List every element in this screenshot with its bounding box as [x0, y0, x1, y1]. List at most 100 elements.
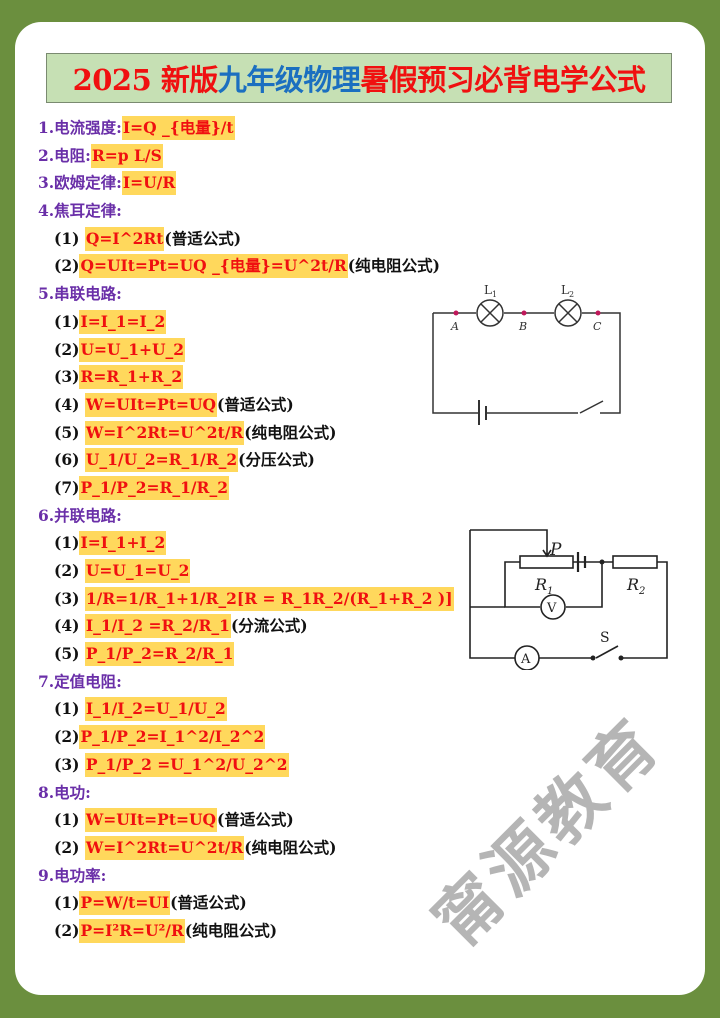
- resistor-r2-icon: [612, 555, 658, 569]
- parallel-circuit-diagram: P R1 R2 V A S: [469, 529, 668, 670]
- formula-note: (普适公式): [217, 394, 294, 414]
- formula-item: (2)P=I²R=U²/R(纯电阻公式): [38, 917, 458, 945]
- formula: W=UIt=Pt=UQ: [84, 392, 217, 417]
- formula-item: (4) I_1/I_2 =R_2/R_1(分流公式): [38, 612, 458, 640]
- formula-note: (纯电阻公式): [347, 256, 440, 276]
- page-title: 2025 新版 九年级物理 暑假预习必背电学公式: [46, 53, 672, 103]
- label-r1: R1: [534, 575, 553, 597]
- item-label: (5): [54, 644, 85, 664]
- switch-icon: [579, 400, 604, 414]
- section-heading: 5.串联电路:: [38, 280, 458, 308]
- formula-item: (2) U=U_1=U_2: [38, 557, 458, 585]
- battery-icon: [478, 400, 487, 425]
- heading-text: 5.串联电路:: [38, 284, 122, 304]
- section-heading: 2.电阻:R=p L/S: [38, 142, 458, 170]
- formula: R=R_1+R_2: [79, 365, 184, 390]
- formula-item: (3) 1/R=1/R_1+1/R_2[R = R_1R_2/(R_1+R_2 …: [38, 585, 458, 613]
- item-label: (6): [54, 450, 85, 470]
- formula: U=U_1=U_2: [84, 559, 191, 583]
- formula: W=I^2Rt=U^2t/R: [84, 835, 245, 860]
- battery-icon: [576, 552, 587, 572]
- formula: I=I_1+I_2: [79, 531, 167, 556]
- label-p: P: [549, 540, 562, 560]
- section-heading: 4.焦耳定律:: [38, 197, 458, 225]
- label-l1: L1: [484, 283, 497, 299]
- item-label: (1): [54, 810, 85, 830]
- section-heading: 7.定值电阻:: [38, 668, 458, 696]
- formula-item: (2)U=U_1+U_2: [38, 336, 458, 364]
- switch-icon: [595, 645, 619, 659]
- voltmeter-icon: [540, 594, 566, 620]
- item-label: (4): [54, 616, 85, 636]
- formula-item: (2)P_1/P_2=I_1^2/I_2^2: [38, 723, 458, 751]
- formula-item: (1)P=W/t=UI(普适公式): [38, 889, 458, 917]
- heading-text: 8.电功:: [38, 782, 91, 802]
- formula-note: (纯电阻公式): [244, 837, 337, 857]
- label-v: V: [546, 601, 557, 616]
- formula: P_1/P_2=I_1^2/I_2^2: [79, 725, 266, 750]
- label-c: C: [593, 320, 602, 333]
- item-label: (1): [54, 533, 80, 553]
- formula: P_1/P_2 =U_1^2/U_2^2: [84, 752, 289, 777]
- heading-text: 1.电流强度:: [38, 118, 122, 137]
- formula-note: (纯电阻公式): [244, 422, 337, 442]
- formula: I=Q _{电量}/t: [121, 116, 235, 140]
- formula-item: (7)P_1/P_2=R_1/R_2: [38, 474, 458, 502]
- formula: I=I_1=I_2: [79, 309, 167, 334]
- label-a: A: [520, 652, 531, 667]
- item-label: (3): [54, 588, 85, 608]
- heading-text: 9.电功率:: [38, 865, 107, 885]
- formula-item: (2) W=I^2Rt=U^2t/R(纯电阻公式): [38, 834, 458, 862]
- formula: W=I^2Rt=U^2t/R: [84, 420, 245, 445]
- formula-note: (分压公式): [238, 450, 315, 470]
- item-label: (3): [54, 754, 85, 774]
- formula-item: (1) W=UIt=Pt=UQ(普适公式): [38, 806, 458, 834]
- formula-item: (3)R=R_1+R_2: [38, 363, 458, 391]
- formula-item: (1)I=I_1=I_2: [38, 308, 458, 336]
- item-label: (1): [54, 699, 85, 719]
- rheostat-r1-icon: [519, 555, 574, 569]
- item-label: (2): [54, 256, 80, 276]
- item-label: (2): [54, 561, 85, 580]
- formula-item: (1) Q=I^2Rt(普适公式): [38, 225, 458, 253]
- section-heading: 6.并联电路:: [38, 502, 458, 530]
- item-label: (5): [54, 422, 85, 442]
- label-b: B: [518, 320, 527, 333]
- formula: U_1/U_2=R_1/R_2: [84, 448, 239, 473]
- section-heading: 8.电功:: [38, 779, 458, 807]
- formula: Q=I^2Rt: [84, 226, 165, 251]
- heading-text: 7.定值电阻:: [38, 671, 122, 691]
- label-a: A: [450, 320, 459, 333]
- heading-text: 3.欧姆定律:: [38, 173, 122, 193]
- formula: P_1/P_2=R_1/R_2: [79, 475, 229, 500]
- item-label: (2): [54, 837, 85, 857]
- formula-item: (1)I=I_1+I_2: [38, 529, 458, 557]
- formula: W=UIt=Pt=UQ: [84, 808, 217, 833]
- item-label: (2): [54, 920, 80, 940]
- section-heading: 3.欧姆定律:I=U/R: [38, 169, 458, 197]
- label-s: S: [600, 630, 610, 646]
- ammeter-icon: [514, 645, 540, 670]
- section-heading: 1.电流强度:I=Q _{电量}/t: [38, 114, 458, 142]
- formula-note: (纯电阻公式): [184, 920, 278, 940]
- item-label: (1): [54, 228, 85, 248]
- item-label: (2): [54, 339, 80, 359]
- item-label: (1): [54, 311, 80, 331]
- formula: I=U/R: [121, 171, 177, 196]
- formula-note: (普适公式): [217, 810, 294, 830]
- formula-item: (2)Q=UIt=Pt=UQ _{电量}=U^2t/R(纯电阻公式): [38, 252, 458, 280]
- label-l2: L2: [561, 283, 574, 299]
- title-part-2: 九年级物理: [217, 63, 361, 97]
- formula: 1/R=1/R_1+1/R_2[R = R_1R_2/(R_1+R_2 )]: [84, 586, 454, 611]
- formula: R=p L/S: [90, 143, 163, 168]
- series-circuit-diagram: L1 L2 A B C: [432, 283, 621, 425]
- formula: Q=UIt=Pt=UQ _{电量}=U^2t/R: [79, 254, 348, 279]
- heading-text: 6.并联电路:: [38, 505, 122, 525]
- formula-item: (5) W=I^2Rt=U^2t/R(纯电阻公式): [38, 419, 458, 447]
- title-part-3: 暑假预习必背电学公式: [360, 63, 646, 97]
- formula-item: (6) U_1/U_2=R_1/R_2(分压公式): [38, 446, 458, 474]
- item-label: (7): [54, 477, 80, 497]
- formula-item: (4) W=UIt=Pt=UQ(普适公式): [38, 391, 458, 419]
- label-r2: R2: [626, 575, 645, 597]
